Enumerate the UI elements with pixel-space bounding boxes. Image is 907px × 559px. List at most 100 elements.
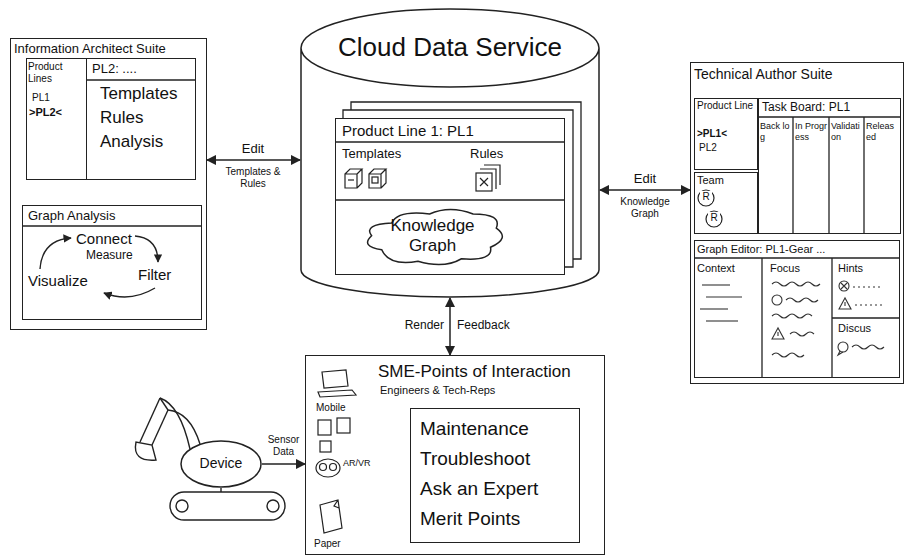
template-icon bbox=[345, 169, 362, 188]
cloud-outline bbox=[368, 209, 503, 264]
box-text: In Progress bbox=[795, 121, 827, 143]
box-heading: Knowledge Graph bbox=[372, 216, 493, 257]
box-text: PL2 bbox=[699, 142, 749, 154]
template-icon bbox=[372, 177, 378, 183]
divider-line bbox=[792, 117, 793, 234]
excavator-drawing bbox=[160, 398, 168, 410]
handwriting-scribble bbox=[772, 295, 782, 305]
handwriting-scribble bbox=[852, 345, 884, 349]
box-text: Validation bbox=[831, 121, 863, 143]
divider-line bbox=[335, 199, 565, 200]
analysis-cycle-arrows bbox=[135, 236, 158, 262]
box-heading: SME-Points of Interaction bbox=[378, 362, 600, 382]
handwriting-scribble bbox=[853, 286, 882, 287]
task-board: Task Board: PL1Back logIn ProgressValida… bbox=[758, 98, 901, 234]
product-line-list: Product LinesPL1>PL2< bbox=[26, 58, 87, 180]
box-text: Visualize bbox=[28, 272, 100, 290]
box-text: Focus bbox=[770, 262, 825, 275]
handwriting-scribble bbox=[706, 296, 742, 297]
stacked-pages bbox=[343, 110, 573, 267]
box-heading: Technical Author Suite bbox=[694, 66, 898, 83]
divider-line bbox=[86, 79, 196, 80]
handwriting-scribble bbox=[841, 283, 847, 289]
team-avatar bbox=[698, 190, 714, 206]
divider-line bbox=[335, 141, 565, 142]
box-text: Troubleshoot bbox=[420, 448, 575, 471]
device-icons bbox=[337, 418, 350, 433]
template-icon bbox=[348, 179, 354, 180]
box-text: Measure bbox=[86, 248, 134, 262]
box-heading: Device bbox=[182, 455, 260, 472]
box-text: Templates bbox=[342, 146, 432, 162]
divider-line bbox=[828, 117, 829, 234]
handwriting-scribble bbox=[700, 308, 728, 309]
excavator-drawing bbox=[170, 492, 285, 520]
device-label: Paper bbox=[314, 538, 354, 550]
box-text: Analysis bbox=[100, 132, 192, 152]
avatar-initial: R bbox=[700, 191, 712, 203]
double-arrow bbox=[600, 189, 690, 191]
excavator-drawing bbox=[152, 410, 168, 445]
divider-line bbox=[694, 257, 900, 258]
handwriting-scribble bbox=[772, 314, 812, 318]
divider-line bbox=[832, 317, 900, 318]
analysis-cycle-arrows bbox=[104, 288, 155, 297]
interaction-panel: MaintenanceTroubleshootAsk an ExpertMeri… bbox=[305, 355, 605, 555]
excavator-drawing bbox=[267, 500, 279, 512]
device-icons bbox=[322, 370, 348, 388]
excavator-drawing bbox=[220, 488, 221, 492]
divider-line bbox=[863, 117, 864, 234]
device-icons bbox=[320, 464, 327, 471]
box-text: Back log bbox=[760, 121, 792, 143]
connector-note: Feedback bbox=[457, 318, 517, 332]
box-heading: PL2: .... bbox=[92, 61, 192, 77]
handwriting-scribble bbox=[706, 320, 738, 321]
device-body: Device bbox=[180, 440, 262, 488]
handwriting-scribble bbox=[772, 282, 820, 286]
divider-line bbox=[22, 225, 202, 226]
template-icon bbox=[369, 169, 386, 188]
double-arrow bbox=[207, 159, 300, 161]
box-heading: Task Board: PL1 bbox=[762, 100, 896, 114]
handwriting-scribble bbox=[838, 351, 843, 355]
box-heading: Graph Analysis bbox=[28, 208, 198, 224]
device-icons bbox=[320, 500, 342, 533]
device-icons bbox=[318, 390, 356, 397]
author-suite-panel: Product Line>PL1<PL2TeamTask Board: PL1B… bbox=[690, 62, 904, 384]
device-icons bbox=[318, 420, 331, 435]
box-text: Context bbox=[697, 262, 757, 275]
avatar-initial: R bbox=[708, 212, 720, 224]
box-heading: Graph Editor: PL1-Gear ... bbox=[697, 243, 897, 256]
device-icons bbox=[316, 370, 356, 533]
product-line-detail: PL2: ....TemplatesRulesAnalysis bbox=[86, 58, 196, 180]
excavator-drawing bbox=[176, 500, 188, 512]
connector-note: Templates & Rules bbox=[213, 166, 293, 190]
box-text: Rules bbox=[100, 108, 192, 128]
divider-line bbox=[22, 80, 900, 378]
ellipse-outline bbox=[181, 441, 261, 487]
device-icons bbox=[320, 441, 331, 452]
use-case-box: MaintenanceTroubleshootAsk an ExpertMeri… bbox=[410, 408, 580, 543]
product-line-list: Product Line>PL1<PL2 bbox=[694, 98, 758, 170]
device-label: AR/VR bbox=[343, 458, 377, 469]
rules-icon bbox=[476, 165, 500, 191]
device-icons bbox=[316, 459, 340, 477]
template-icon bbox=[345, 169, 386, 188]
handwriting-scribble bbox=[772, 353, 804, 357]
divider-line bbox=[761, 258, 762, 378]
connector-note: Knowledge Graph bbox=[605, 196, 685, 220]
box-text: Discus bbox=[838, 322, 896, 335]
handwriting-scribble bbox=[702, 284, 730, 285]
box-heading: Information Architect Suite bbox=[14, 41, 204, 57]
handwriting-scribble bbox=[839, 281, 849, 291]
device-label: Mobile bbox=[316, 402, 356, 414]
handwriting-scribble bbox=[838, 342, 848, 352]
box-text: PL1 bbox=[32, 92, 72, 104]
double-arrow bbox=[262, 463, 305, 465]
cloud-cylinder: Knowledge Graph Product Line 1: PL1Templa… bbox=[300, 8, 600, 298]
edge-label: Sensor Data bbox=[262, 434, 305, 458]
excavator-drawing bbox=[135, 442, 156, 460]
analysis-cycle-arrows bbox=[40, 238, 71, 269]
box-text: Released bbox=[866, 121, 898, 143]
box-heading: Product Line 1: PL1 bbox=[342, 122, 558, 140]
